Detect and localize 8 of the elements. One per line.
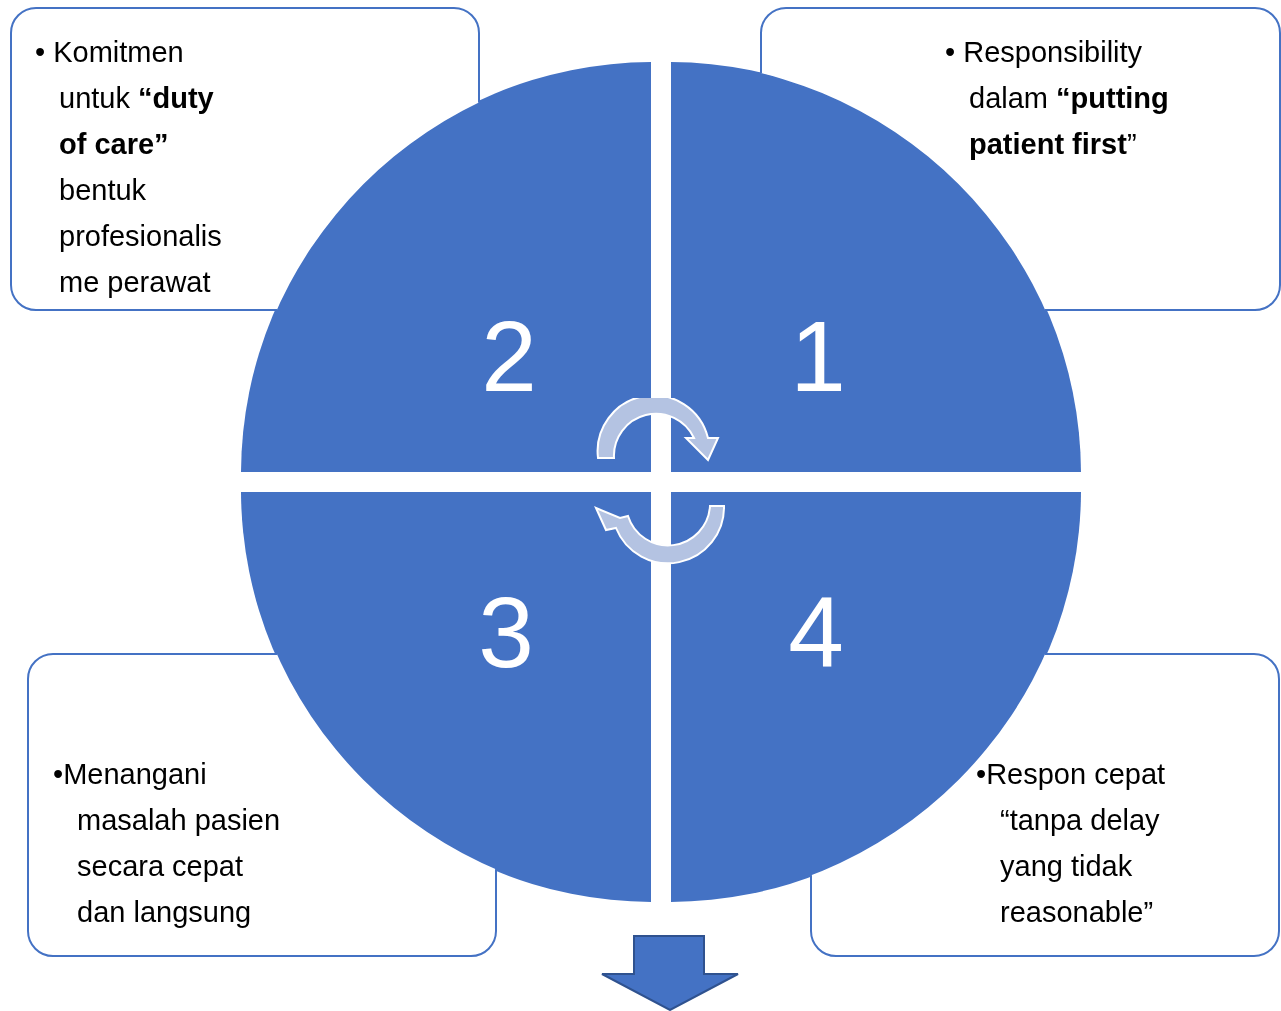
quadrant-number: 3 [477, 592, 535, 672]
bullet-text: •Respon cepat “tanpa delay yang tidak reasonable” [976, 757, 1167, 930]
quadrant-number: 2 [480, 316, 538, 396]
bullet-text: •Menangani masalah pasien secara cepat dan langsung [53, 757, 282, 930]
quadrant-number: 1 [789, 316, 847, 396]
quadrant-number: 4 [787, 592, 845, 672]
bullet-text: • Responsibility dalam “putting patient first” [945, 35, 1170, 162]
bullet-text: • Komitmen untuk “duty of care” bentuk profesionalisme perawat [35, 35, 223, 300]
